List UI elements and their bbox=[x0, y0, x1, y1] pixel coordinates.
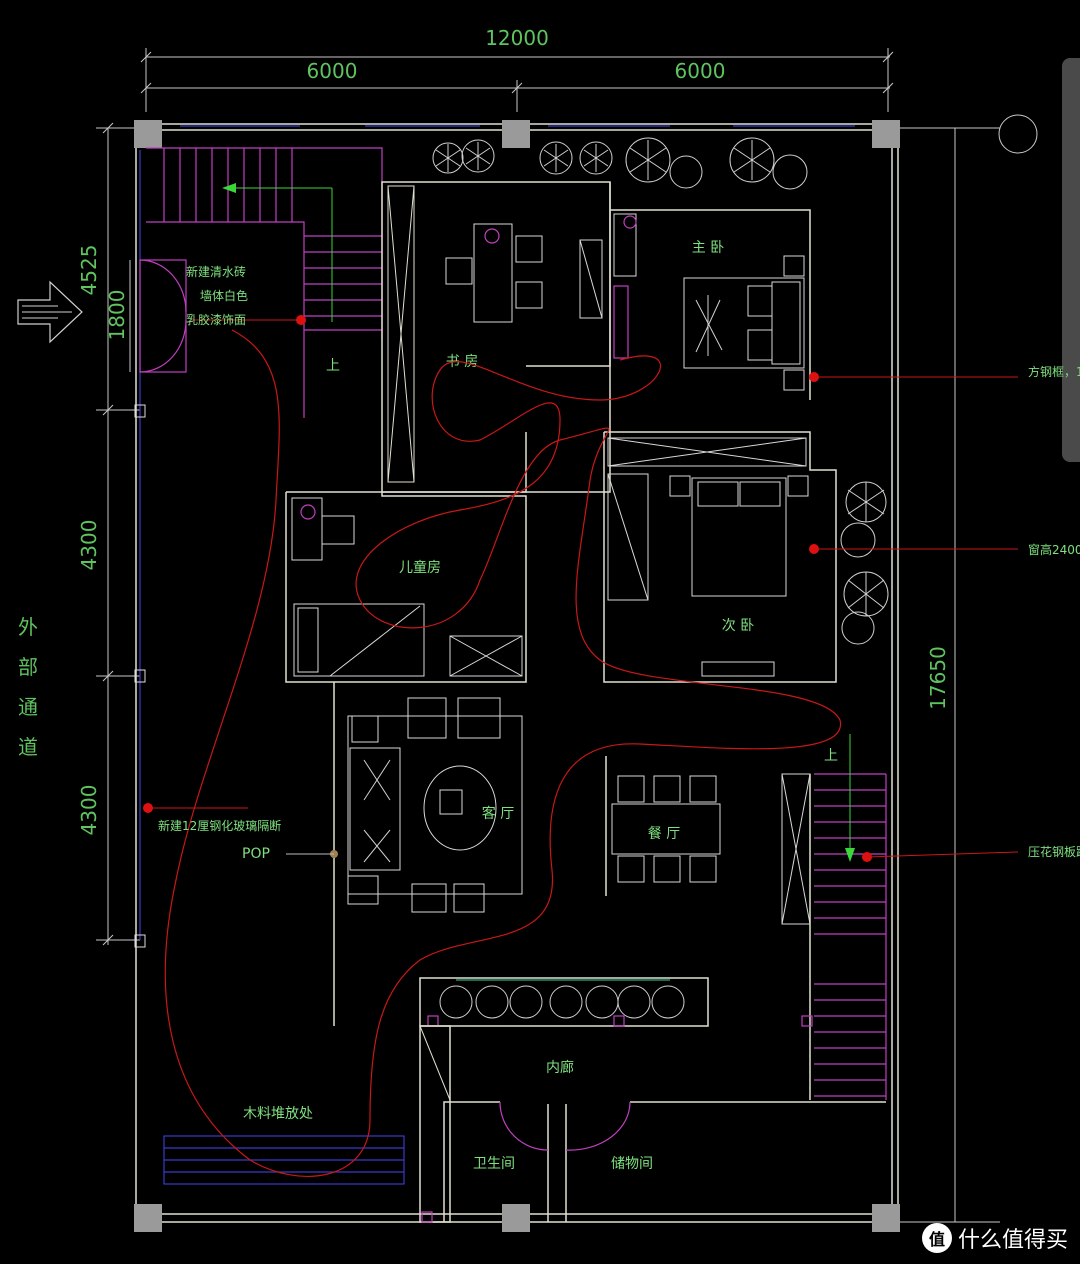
annotation-brick: 新建清水砖 墙体白色 乳胶漆饰面 bbox=[186, 264, 306, 327]
annotation-plate: 压花钢板踏 bbox=[862, 844, 1080, 862]
up-label-left: 上 bbox=[326, 358, 340, 374]
watermark-text: 什么值得买 bbox=[957, 1228, 1068, 1253]
dim-top-left: 6000 bbox=[307, 59, 358, 83]
svg-text:POP: POP bbox=[242, 846, 270, 862]
svg-text:墙体白色: 墙体白色 bbox=[200, 288, 248, 303]
annotation-window: 窗高2400 bbox=[809, 542, 1080, 557]
dim-top-right: 6000 bbox=[675, 59, 726, 83]
room-label-bath: 卫生间 bbox=[473, 1156, 515, 1172]
kids-room: 儿童房 bbox=[285, 491, 527, 683]
annotation-glass: 新建12厘钢化玻璃隔断 bbox=[143, 803, 281, 833]
dim-right-total: 17650 bbox=[926, 646, 950, 710]
annotation-pop: POP bbox=[242, 846, 338, 862]
left-dimensions: 4525 1800 4300 4300 bbox=[77, 122, 140, 946]
room-label-master: 主 卧 bbox=[692, 240, 724, 256]
study-room: 书 房 bbox=[381, 181, 611, 493]
dim-top-total: 12000 bbox=[485, 26, 549, 50]
svg-text:新建12厘钢化玻璃隔断: 新建12厘钢化玻璃隔断 bbox=[158, 818, 281, 833]
dim-left-1b: 1800 bbox=[105, 290, 129, 341]
watermark-logo-icon: 值 bbox=[921, 1223, 952, 1253]
staircase-right: 上 bbox=[781, 734, 887, 1100]
right-dimension: 17650 bbox=[900, 114, 1038, 1223]
planter bbox=[419, 977, 813, 1027]
room-label-kids: 儿童房 bbox=[399, 559, 441, 576]
room-label-second: 次 卧 bbox=[722, 618, 754, 634]
bottom-rooms: 内廊 卫生间 储物间 bbox=[419, 1025, 886, 1223]
watermark: 值 什么值得买 bbox=[921, 1222, 1068, 1254]
svg-text:通: 通 bbox=[18, 695, 38, 719]
scrollbar-tab[interactable] bbox=[1062, 58, 1080, 462]
dim-left-2: 4300 bbox=[77, 520, 101, 571]
room-label-corridor: 内廊 bbox=[546, 1059, 574, 1076]
svg-text:外: 外 bbox=[18, 615, 38, 639]
svg-text:新建清水砖: 新建清水砖 bbox=[186, 264, 246, 279]
room-label-living: 客 厅 bbox=[482, 805, 514, 822]
columns bbox=[134, 120, 900, 1232]
svg-text:压花钢板踏: 压花钢板踏 bbox=[1028, 844, 1080, 859]
room-label-storage: 储物间 bbox=[611, 1156, 653, 1172]
svg-text:窗高2400: 窗高2400 bbox=[1028, 542, 1080, 557]
side-label-outer-passage: 外 部 通 道 bbox=[18, 615, 38, 759]
dim-left-3: 4300 bbox=[77, 785, 101, 836]
staircase-top: 上 bbox=[146, 147, 383, 418]
up-label-right: 上 bbox=[824, 748, 838, 764]
circulation-path bbox=[164, 329, 841, 1177]
master-bedroom: 主 卧 bbox=[610, 209, 811, 400]
living-room: 客 厅 bbox=[333, 682, 523, 1026]
annotation-steel-frame: 方钢框，1 bbox=[809, 364, 1080, 382]
dining-room: 餐 厅 bbox=[605, 756, 721, 896]
entrance-arrow-icon bbox=[17, 280, 83, 344]
top-dimensions: 12000 6000 6000 bbox=[140, 26, 894, 112]
svg-text:方钢框，1: 方钢框，1 bbox=[1028, 364, 1080, 379]
dim-left-1: 4525 bbox=[77, 245, 101, 296]
trees-right bbox=[840, 481, 889, 645]
svg-text:道: 道 bbox=[18, 735, 38, 759]
trees-top bbox=[432, 137, 808, 190]
entrance-doors bbox=[139, 259, 187, 373]
room-label-dining: 餐 厅 bbox=[648, 826, 680, 842]
room-label-wood: 木料堆放处 bbox=[243, 1106, 313, 1122]
svg-text:乳胶漆饰面: 乳胶漆饰面 bbox=[186, 312, 246, 327]
wood-storage: 木料堆放处 bbox=[163, 1106, 405, 1185]
svg-text:部: 部 bbox=[18, 655, 38, 679]
second-bedroom: 次 卧 bbox=[603, 431, 837, 683]
